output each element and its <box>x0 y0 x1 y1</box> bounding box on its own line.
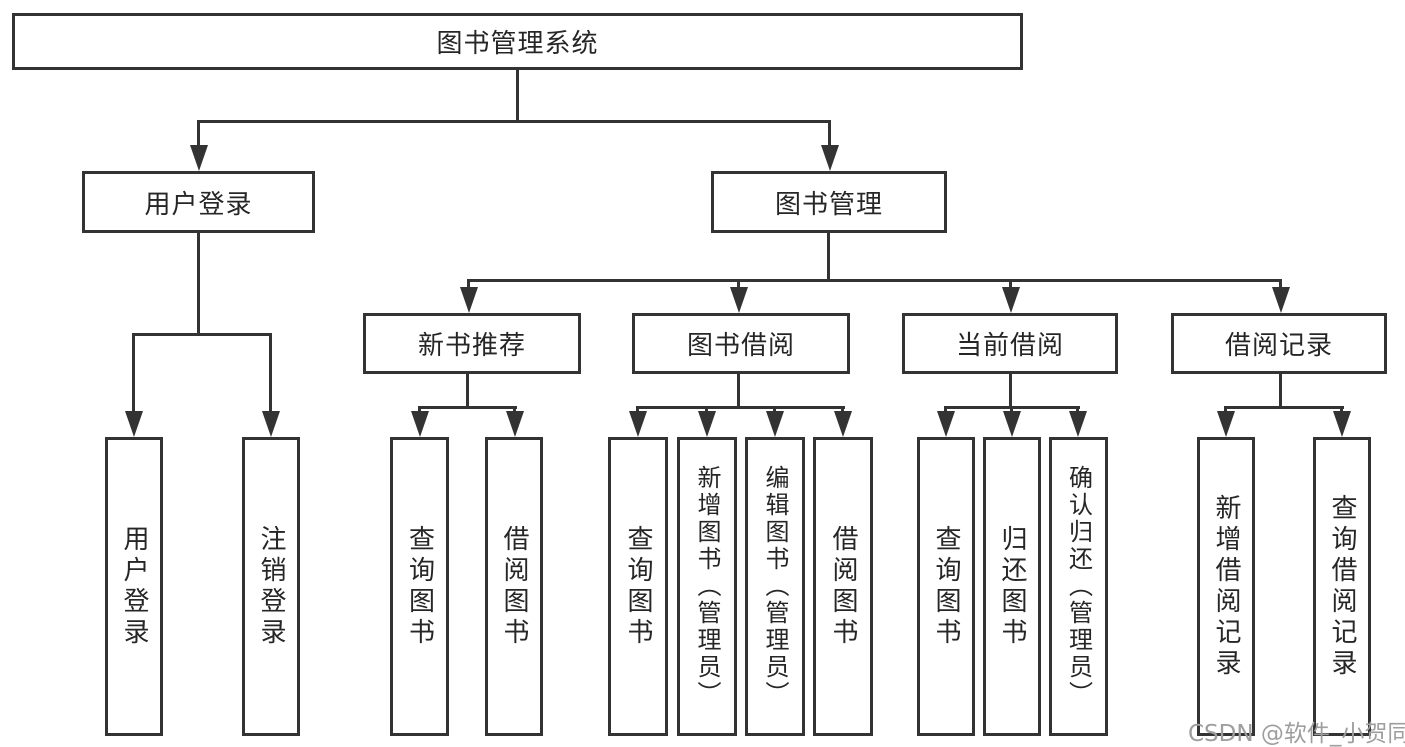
leaf-add-books-admin: 新增图书（管理员） <box>677 437 737 736</box>
leaf-query-books-recommend-label: 查询图书 <box>404 524 435 649</box>
arrowhead-icon <box>460 287 478 313</box>
leaf-logout-label: 注销登录 <box>256 524 286 649</box>
connector-line <box>132 335 135 415</box>
connector-line <box>418 406 517 409</box>
node-book-borrow-label: 图书借阅 <box>686 331 795 361</box>
leaf-confirm-return-admin: 确认归还（管理员） <box>1049 437 1108 736</box>
arrowhead-icon <box>629 411 647 437</box>
arrowhead-icon <box>1333 411 1351 437</box>
connector-line <box>197 122 200 150</box>
arrowhead-icon <box>262 411 280 437</box>
leaf-return-books-label: 归还图书 <box>997 524 1027 649</box>
node-root: 图书管理系统 <box>12 13 1023 70</box>
node-user-login-label: 用户登录 <box>144 189 253 220</box>
connector-line <box>1279 374 1282 409</box>
arrowhead-icon <box>698 411 716 437</box>
connector-line <box>467 279 1282 282</box>
connector-line <box>516 70 519 123</box>
leaf-logout: 注销登录 <box>242 437 300 736</box>
leaf-edit-books-admin-label: 编辑图书（管理员） <box>761 465 789 708</box>
leaf-query-books-borrow: 查询图书 <box>608 437 668 736</box>
connector-line <box>828 122 831 150</box>
connector-line <box>737 374 740 409</box>
leaf-query-books-current: 查询图书 <box>917 437 975 736</box>
leaf-query-borrow-record: 查询借阅记录 <box>1313 437 1371 736</box>
node-root-label: 图书管理系统 <box>436 29 599 59</box>
arrowhead-icon <box>1217 411 1235 437</box>
arrowhead-icon <box>506 411 524 437</box>
node-book-borrow: 图书借阅 <box>632 313 850 374</box>
connector-line <box>466 374 469 409</box>
leaf-query-books-borrow-label: 查询图书 <box>623 524 653 649</box>
leaf-borrow-books-recommend: 借阅图书 <box>485 437 543 736</box>
leaf-user-login: 用户登录 <box>105 437 163 736</box>
arrowhead-icon <box>125 411 143 437</box>
node-current-borrow: 当前借阅 <box>902 313 1118 374</box>
node-new-book-recommend-label: 新书推荐 <box>417 331 526 361</box>
leaf-query-books-recommend: 查询图书 <box>390 437 449 736</box>
leaf-confirm-return-admin-label: 确认归还（管理员） <box>1064 465 1093 708</box>
node-book-management-label: 图书管理 <box>774 189 883 220</box>
connector-line <box>1224 406 1344 409</box>
connector-line <box>1009 374 1012 409</box>
connector-line <box>132 333 272 336</box>
node-user-login: 用户登录 <box>82 171 315 233</box>
leaf-return-books: 归还图书 <box>983 437 1041 736</box>
connector-line <box>944 406 1080 409</box>
arrowhead-icon <box>1003 411 1021 437</box>
node-current-borrow-label: 当前借阅 <box>955 331 1064 361</box>
node-borrow-records-label: 借阅记录 <box>1224 331 1333 361</box>
connector-line <box>197 120 831 123</box>
node-borrow-records: 借阅记录 <box>1171 313 1387 374</box>
connector-line <box>197 233 200 335</box>
arrowhead-icon <box>1069 411 1087 437</box>
node-book-management: 图书管理 <box>711 171 947 233</box>
node-new-book-recommend: 新书推荐 <box>363 313 581 374</box>
leaf-query-borrow-record-label: 查询借阅记录 <box>1327 493 1357 680</box>
arrowhead-icon <box>937 411 955 437</box>
arrowhead-icon <box>411 411 429 437</box>
arrowhead-icon <box>190 145 208 171</box>
arrowhead-icon <box>834 411 852 437</box>
watermark: CSDN @软件_小贺同学 <box>1188 721 1405 747</box>
arrowhead-icon <box>821 145 839 171</box>
connector-line <box>636 406 845 409</box>
leaf-borrow-books-label: 借阅图书 <box>828 524 858 649</box>
leaf-edit-books-admin: 编辑图书（管理员） <box>745 437 805 736</box>
leaf-add-books-admin-label: 新增图书（管理员） <box>693 465 721 708</box>
leaf-query-books-current-label: 查询图书 <box>931 524 961 649</box>
connector-line <box>827 233 830 281</box>
leaf-borrow-books-recommend-label: 借阅图书 <box>499 524 529 649</box>
arrowhead-icon <box>1272 287 1290 313</box>
leaf-add-borrow-record: 新增借阅记录 <box>1197 437 1255 736</box>
leaf-borrow-books: 借阅图书 <box>813 437 873 736</box>
arrowhead-icon <box>730 287 748 313</box>
arrowhead-icon <box>766 411 784 437</box>
arrowhead-icon <box>1002 287 1020 313</box>
connector-line <box>269 335 272 415</box>
leaf-add-borrow-record-label: 新增借阅记录 <box>1211 493 1241 680</box>
leaf-user-login-label: 用户登录 <box>119 524 149 649</box>
